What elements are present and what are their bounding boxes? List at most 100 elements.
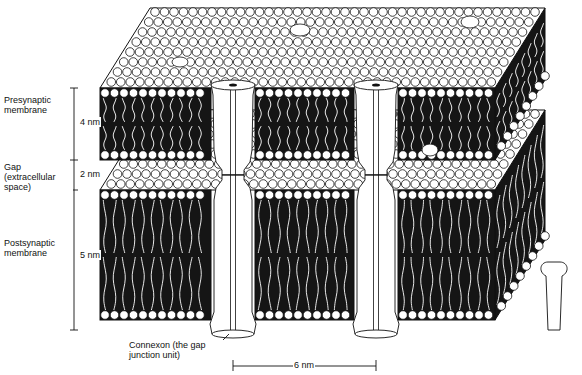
lipid-tail bbox=[522, 212, 525, 265]
lipid-head bbox=[313, 191, 322, 200]
lipid-head bbox=[420, 78, 429, 87]
lipid-tail bbox=[541, 51, 544, 75]
lipid-head bbox=[534, 242, 543, 251]
lipid-head bbox=[164, 48, 173, 57]
lipid-head bbox=[445, 38, 454, 47]
lipid-tail bbox=[113, 98, 116, 122]
lipid-head bbox=[512, 140, 521, 149]
lipid-head bbox=[423, 58, 432, 67]
lipid-head bbox=[458, 180, 467, 189]
lipid-head bbox=[344, 78, 353, 87]
lipid-head bbox=[236, 38, 245, 47]
lipid-head bbox=[275, 68, 284, 77]
lipid-head bbox=[186, 151, 195, 160]
lipid-head bbox=[531, 110, 540, 119]
lipid-tail bbox=[468, 126, 471, 150]
lipid-head bbox=[316, 48, 325, 57]
lipid-head bbox=[303, 38, 312, 47]
lipid-head bbox=[506, 48, 515, 57]
channel-pore bbox=[229, 83, 237, 86]
lipid-head bbox=[316, 78, 325, 87]
lipid-head bbox=[239, 18, 248, 27]
lipid-tail bbox=[315, 257, 318, 310]
lipid-tail bbox=[151, 257, 154, 310]
lipid-head bbox=[163, 18, 172, 27]
lipid-tail bbox=[179, 98, 182, 122]
connexon-cap bbox=[355, 330, 397, 338]
lipid-tail bbox=[534, 135, 537, 188]
lipid-tail bbox=[277, 257, 280, 310]
lipid-head bbox=[195, 160, 204, 169]
lipid-head bbox=[246, 170, 255, 179]
lipid-head bbox=[401, 18, 410, 27]
lipid-head bbox=[129, 311, 138, 320]
lipid-tail bbox=[402, 98, 405, 122]
lipid-tail bbox=[522, 81, 525, 105]
lipid-head bbox=[499, 58, 508, 67]
lipid-head bbox=[268, 78, 277, 87]
lipid-head bbox=[189, 170, 198, 179]
lipid-head bbox=[446, 191, 455, 200]
lipid-head bbox=[313, 311, 322, 320]
lipid-head bbox=[284, 38, 293, 47]
lipid-tail bbox=[411, 257, 414, 310]
lipid-tail bbox=[179, 126, 182, 150]
lipid-head bbox=[145, 78, 154, 87]
lipid-head bbox=[195, 58, 204, 67]
lipid-head bbox=[198, 38, 207, 47]
lipid-head bbox=[142, 170, 151, 179]
lipid-head bbox=[328, 160, 337, 169]
lipid-head bbox=[338, 160, 347, 169]
lipid-head bbox=[274, 8, 283, 17]
lipid-head bbox=[180, 68, 189, 77]
lipid-head bbox=[303, 170, 312, 179]
lipid-head bbox=[417, 68, 426, 77]
bracket-tick bbox=[376, 360, 377, 371]
lipid-head bbox=[294, 170, 303, 179]
lipid-tail bbox=[478, 257, 481, 310]
lipid-head bbox=[475, 191, 484, 200]
lipid-head bbox=[164, 180, 173, 189]
lipid-tail bbox=[509, 232, 512, 285]
lipid-head bbox=[259, 48, 268, 57]
lipid-head bbox=[524, 120, 533, 129]
lipid-head bbox=[277, 18, 286, 27]
lipid-head bbox=[332, 68, 341, 77]
lipid-head bbox=[290, 58, 299, 67]
lipid-head bbox=[126, 78, 135, 87]
lipid-head bbox=[389, 170, 398, 179]
lipid-head bbox=[126, 180, 135, 189]
lipid-head bbox=[265, 170, 274, 179]
lipid-head bbox=[157, 58, 166, 67]
slab-front bbox=[398, 190, 495, 320]
connexon-half bbox=[353, 175, 399, 334]
lipid-head bbox=[278, 180, 287, 189]
membrane-protein bbox=[290, 24, 310, 36]
lipid-tail bbox=[325, 98, 328, 122]
connexon-channels bbox=[210, 80, 399, 338]
lipid-head bbox=[518, 130, 527, 139]
lipid-head bbox=[420, 18, 429, 27]
lipid-head bbox=[265, 38, 274, 47]
lipid-head bbox=[465, 170, 474, 179]
lipid-head bbox=[319, 58, 328, 67]
lipid-tail bbox=[160, 126, 163, 150]
lipid-head bbox=[334, 18, 343, 27]
lipid-tail bbox=[449, 98, 452, 122]
lipid-head bbox=[164, 78, 173, 87]
lipid-head bbox=[211, 48, 220, 57]
lipid-head bbox=[484, 151, 493, 160]
lipid-head bbox=[439, 18, 448, 27]
lipid-head bbox=[183, 78, 192, 87]
lipid-head bbox=[410, 18, 419, 27]
lipid-head bbox=[376, 58, 385, 67]
lipid-head bbox=[243, 58, 252, 67]
lipid-head bbox=[177, 311, 186, 320]
lipid-head bbox=[275, 151, 284, 160]
lipid-head bbox=[275, 89, 284, 98]
lipid-head bbox=[293, 8, 302, 17]
lipid-head bbox=[341, 311, 350, 320]
lipid-head bbox=[480, 28, 489, 37]
lipid-head bbox=[322, 191, 331, 200]
lipid-head bbox=[414, 58, 423, 67]
